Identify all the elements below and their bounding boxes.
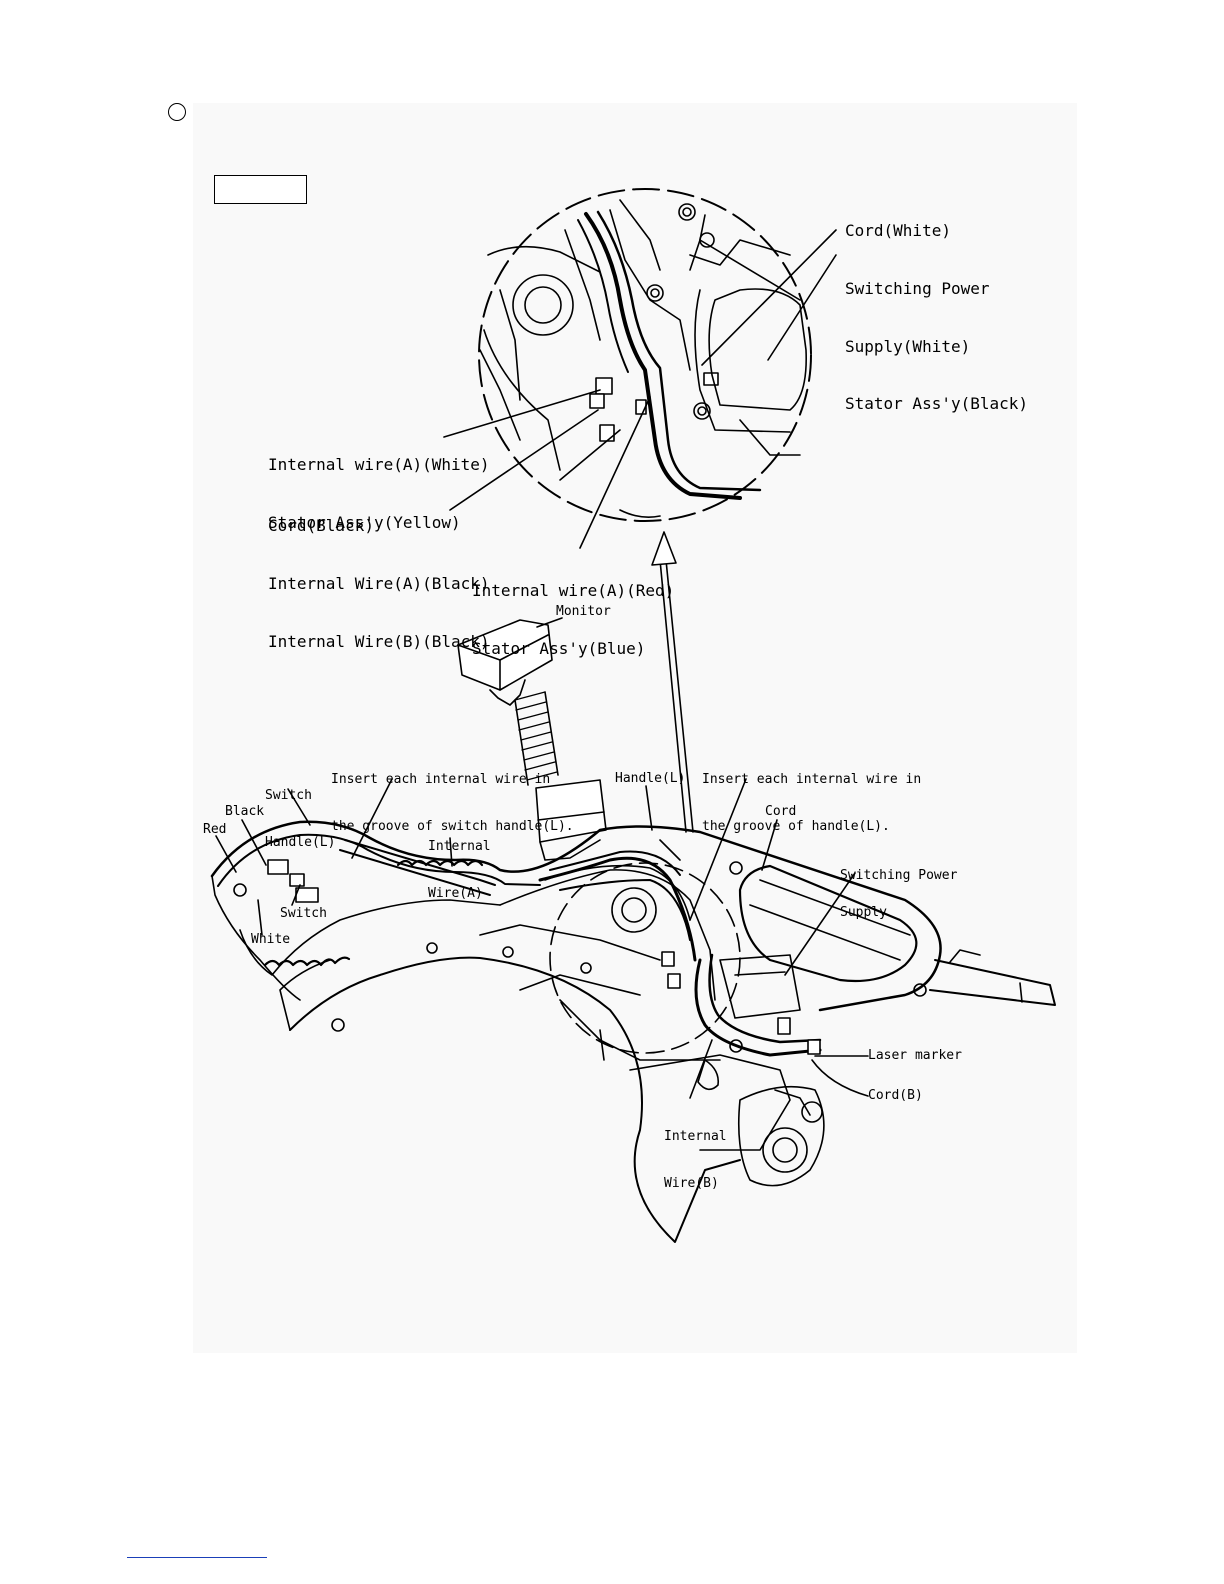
leader-white (257, 899, 263, 936)
label-stator-blue: Stator Ass'y(Blue) (472, 638, 646, 658)
leader-stator-black (767, 254, 837, 361)
label-internal-wire-b-black: Internal Wire(B)(Black) (268, 631, 490, 651)
leader-internal-wire-a-red (579, 396, 651, 549)
label-switch-handle-line2: Handle(L) (265, 834, 336, 850)
leader-internal-wire-a (449, 837, 453, 867)
detail-arrow-line-2 (659, 559, 687, 833)
detail-magnifier-circle (478, 188, 812, 522)
label-cord-b: Cord(B) (868, 1088, 923, 1103)
label-insert-switch-handle-line1: Insert each internal wire in (331, 772, 551, 788)
leader-internal-wire-b (689, 1039, 713, 1099)
label-black: Black (225, 804, 265, 819)
label-white: White (251, 932, 291, 947)
label-internal-wire-a-black: Internal Wire(A)(Black) (268, 573, 490, 593)
label-internal-wire-b-line2: Wire(B) (664, 1175, 719, 1191)
leader-switching-power (784, 872, 856, 976)
leader-handle-l (645, 785, 653, 831)
leader-cord-b (811, 1059, 869, 1097)
detail-view-drawing (479, 199, 807, 518)
label-switch-handle-line1: Switch (265, 788, 312, 804)
label-detail-top-right: Cord(White) Switching Power Supply(White… (845, 183, 1028, 432)
main-housing-drawing (210, 820, 1056, 1243)
detail-arrow-head (651, 531, 677, 566)
label-red: Red (203, 822, 227, 837)
leader-switch-handle (287, 788, 311, 826)
label-switching-power-supply: Switching Power Supply (840, 845, 957, 931)
label-supply-white: Supply(White) (845, 336, 971, 356)
step-circle-icon (168, 103, 186, 121)
label-detail-bottom: Internal wire(A)(Red) Stator Ass'y(Blue) (472, 543, 674, 677)
label-stator-yellow: Stator Ass'y(Yellow) (268, 512, 461, 532)
label-internal-wire-a-line2: Wire(A) (428, 885, 483, 901)
label-insert-handle-line2: the groove of handle(L). (702, 818, 890, 834)
label-switch-handle: Switch Handle(L) (265, 757, 335, 866)
label-insert-switch-handle-line2: the groove of switch handle(L). (331, 818, 574, 834)
label-switching-power-line1: Switching Power (840, 867, 958, 883)
label-stator-black: Stator Ass'y(Black) (845, 394, 1029, 414)
label-cord: Cord (765, 804, 797, 819)
leader-red (215, 835, 237, 873)
leader-monitor (536, 617, 563, 628)
leader-insert-handle (689, 778, 747, 921)
leader-cord-white (701, 229, 837, 366)
label-internal-wire-b: Internal Wire(B) (664, 1098, 727, 1207)
leader-cord (761, 819, 778, 871)
label-insert-handle: Insert each internal wire in the groove … (702, 741, 921, 850)
detail-arrow-line (665, 559, 694, 833)
label-internal-wire-b-line1: Internal (664, 1129, 727, 1145)
label-laser-marker: Laser marker (868, 1048, 962, 1063)
leader-switch (291, 884, 301, 906)
leader-internal-wire-a-white (443, 389, 601, 438)
label-insert-handle-line1: Insert each internal wire in (702, 772, 922, 788)
label-handle-l: Handle(L) (615, 771, 686, 786)
label-switching-power: Switching Power (845, 278, 990, 298)
label-internal-wire-a-line1: Internal (428, 839, 491, 855)
bottom-link-underline[interactable] (127, 1557, 267, 1558)
label-cord-black: Cord(Black) (268, 516, 374, 536)
label-cord-white: Cord(White) (845, 221, 951, 241)
leader-cord-black (449, 409, 599, 511)
label-switching-power-line2: Supply (840, 904, 887, 920)
label-internal-wire-a: Internal Wire(A) (428, 808, 491, 917)
figure-number-box (214, 175, 307, 204)
label-internal-wire-a-red: Internal wire(A)(Red) (472, 581, 675, 601)
leader-black (241, 819, 267, 866)
label-insert-switch-handle: Insert each internal wire in the groove … (331, 741, 574, 850)
label-detail-left-1: Internal wire(A)(White) Stator Ass'y(Yel… (268, 417, 490, 551)
leader-insert-switch-handle (351, 778, 393, 859)
label-monitor: Monitor (556, 604, 611, 619)
label-internal-wire-a-white: Internal wire(A)(White) (268, 455, 490, 475)
label-detail-left-2: Cord(Black) Internal Wire(A)(Black) Inte… (268, 478, 490, 670)
label-switch: Switch (280, 906, 327, 921)
